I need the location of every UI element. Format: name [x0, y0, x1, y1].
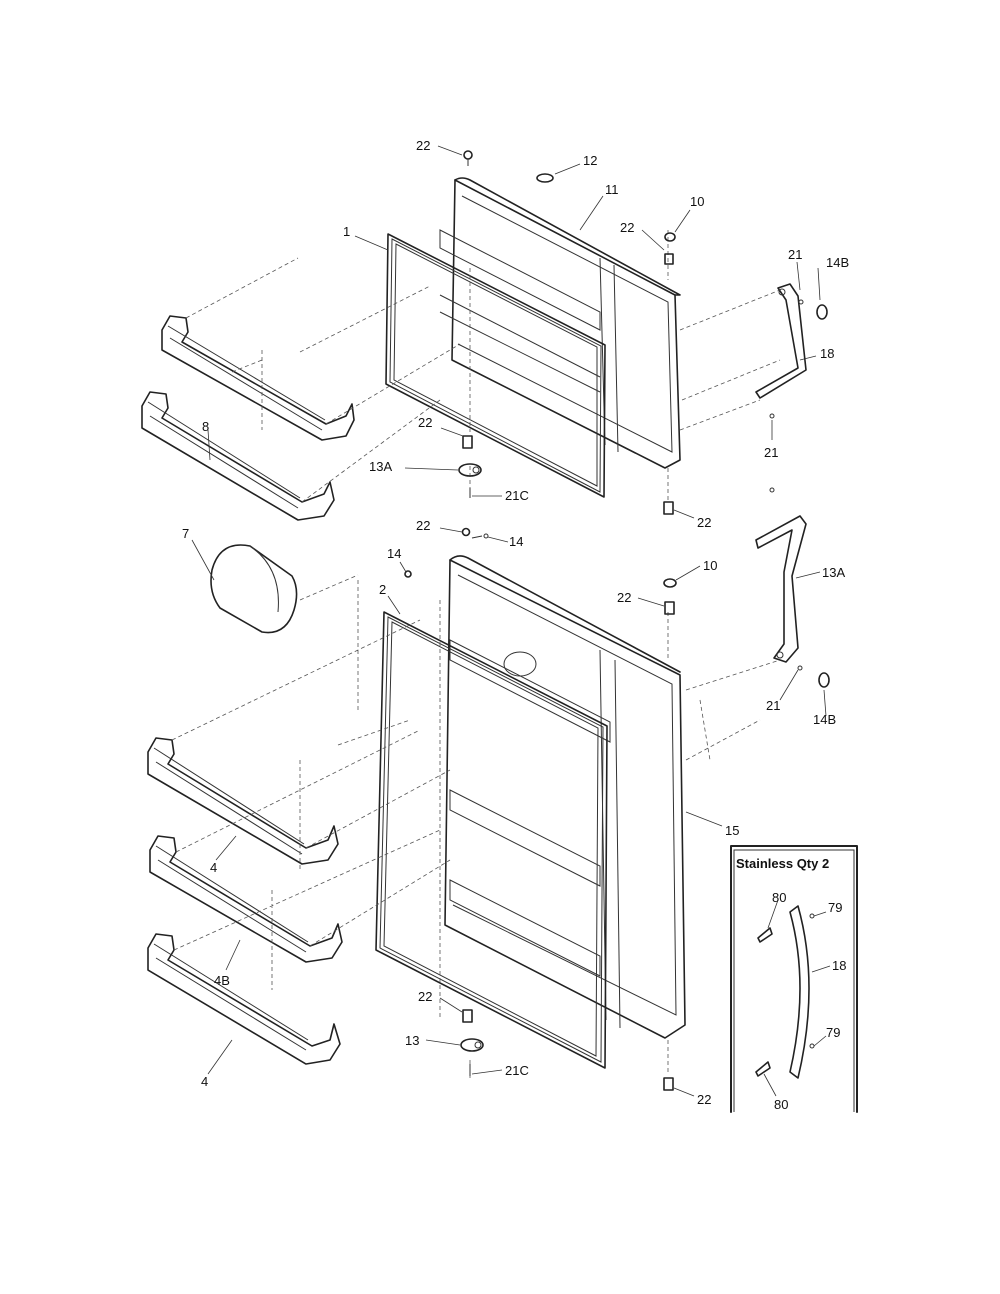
callout-labels: 22 12 11 1 10 22 21 14B 18 21 8 22 13A 2…	[182, 138, 849, 1107]
callout-21-hinge-mid: 21	[764, 445, 778, 460]
callout-7: 7	[182, 526, 189, 541]
hinge-18-upper	[755, 283, 807, 399]
callout-21c-top: 21C	[505, 488, 529, 503]
callout-4-lower: 4	[201, 1074, 208, 1089]
callout-13a-hinge: 13A	[822, 565, 845, 580]
cap-79-top	[809, 913, 815, 919]
callout-14-mid: 14	[509, 534, 523, 549]
cap-79-bottom	[809, 1043, 815, 1049]
cap-10-mid	[663, 578, 677, 588]
hinge-13a-center	[755, 515, 807, 663]
callout-22-bottom-right: 22	[697, 1092, 711, 1107]
fresh-food-door-shelf-4-upper	[147, 737, 339, 865]
cap-10-top	[664, 232, 676, 242]
callout-22-right-top: 22	[620, 220, 634, 235]
freezer-door-shelf-lower	[141, 391, 335, 521]
cap-14b-upper	[816, 304, 828, 320]
callout-13: 13	[405, 1033, 419, 1048]
callout-13a-freezer: 13A	[369, 459, 392, 474]
bushing-22-mid	[664, 601, 675, 615]
fresh-food-door-gasket-2	[375, 611, 608, 1069]
fresh-food-door-shelf-4-lower	[147, 933, 341, 1065]
freezer-door-gasket-1	[385, 233, 606, 498]
bushing-22-freezer	[462, 435, 473, 449]
callout-12: 12	[583, 153, 597, 168]
inset-title: Stainless Qty 2	[736, 856, 829, 871]
callout-14b-bottom: 14B	[813, 712, 836, 727]
callout-14-left: 14	[387, 546, 401, 561]
inset-label-79-top: 79	[828, 900, 842, 915]
bushing-22-freezer-bottom	[663, 501, 674, 515]
inset-label-79-bottom: 79	[826, 1025, 840, 1040]
callout-11: 11	[605, 182, 619, 197]
callout-22-top: 22	[416, 138, 430, 153]
fresh-food-door-outer-panel-15	[444, 555, 686, 1039]
callout-14b-top: 14B	[826, 255, 849, 270]
callout-22-freezer-bottom: 22	[697, 515, 711, 530]
callout-4b: 4B	[214, 973, 230, 988]
screw-22-top	[463, 150, 473, 166]
callout-21c-bottom: 21C	[505, 1063, 529, 1078]
hinge-13-bottom	[460, 1038, 484, 1052]
callout-2: 2	[379, 582, 386, 597]
callout-10-mid: 10	[703, 558, 717, 573]
screw-22-mid	[461, 527, 471, 537]
bushing-22-bottom	[462, 1009, 473, 1023]
callout-21-hinge-top: 21	[788, 247, 802, 262]
callout-22-mid: 22	[416, 518, 430, 533]
callout-22-freezer-bushing: 22	[418, 415, 432, 430]
callout-10-top: 10	[690, 194, 704, 209]
callout-21-hinge-bottom: 21	[766, 698, 780, 713]
screw-14-left	[404, 570, 412, 578]
callout-18: 18	[820, 346, 834, 361]
callout-22-bottom: 22	[418, 989, 432, 1004]
hinge-13a-freezer	[458, 463, 482, 477]
pin-21-lower	[797, 665, 803, 671]
screw-80-top	[757, 927, 773, 943]
fresh-food-door-shelf-4b	[149, 835, 343, 963]
cap-14b-lower	[818, 672, 830, 688]
stainless-handle-inset: Stainless Qty 2 80 79 18 79 80	[730, 845, 858, 1113]
cover-7	[210, 544, 298, 634]
pin-21-upper	[769, 299, 804, 493]
inset-label-18: 18	[832, 958, 846, 973]
bushing-22-bottom-right	[663, 1077, 674, 1091]
leader-lines	[191, 145, 827, 1097]
callout-1: 1	[343, 224, 350, 239]
screw-80-bottom	[755, 1061, 771, 1077]
callout-15: 15	[725, 823, 739, 838]
freezer-door-shelf-upper	[161, 315, 355, 441]
inset-label-80-bottom: 80	[774, 1097, 788, 1112]
screw-14-mid	[471, 533, 489, 539]
handle-18-stainless	[789, 905, 810, 1079]
callout-8: 8	[202, 419, 209, 434]
inset-label-80-top: 80	[772, 890, 786, 905]
callout-22-mid-right: 22	[617, 590, 631, 605]
plug-12	[536, 173, 554, 183]
freezer-door-outer-panel-11	[439, 177, 681, 469]
callout-4-upper: 4	[210, 860, 217, 875]
screw-22-right-top	[664, 253, 674, 265]
